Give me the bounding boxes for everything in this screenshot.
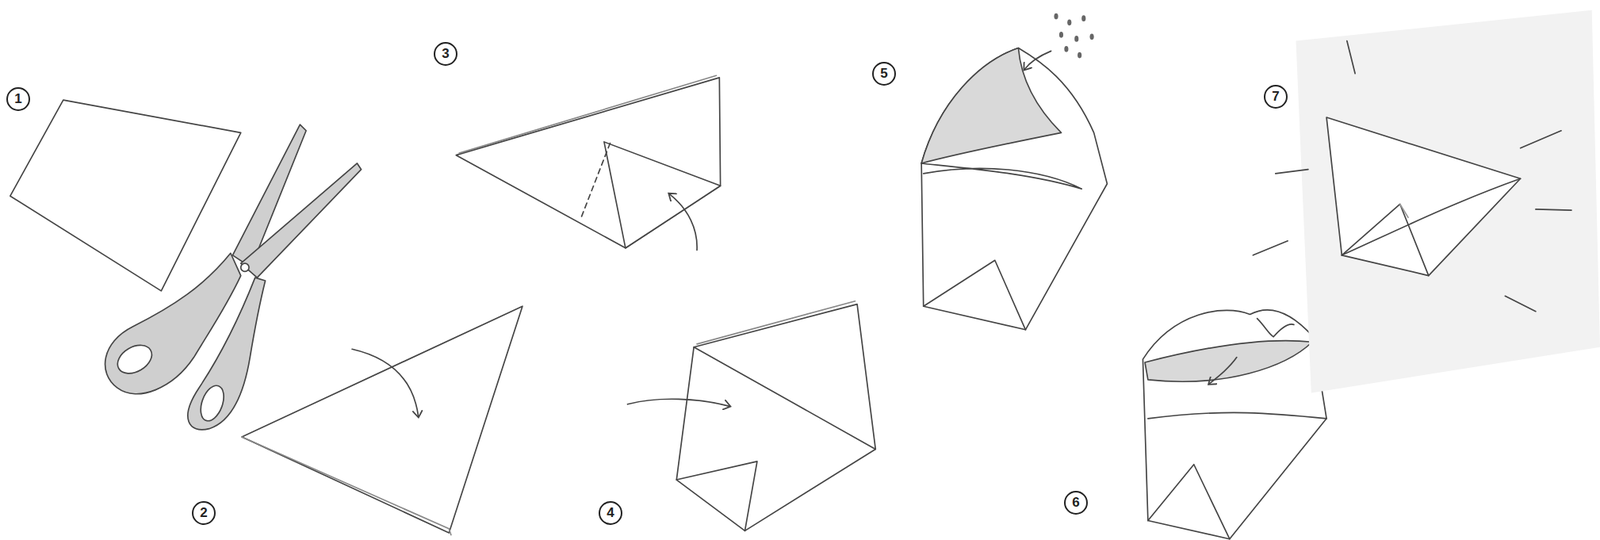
step-number: 3: [433, 42, 458, 66]
folded-triangle: [455, 77, 720, 249]
seeds: [1053, 13, 1094, 59]
flattened-cup: [1326, 117, 1521, 276]
paper-cup: [921, 48, 1107, 330]
step-number: 7: [1263, 84, 1288, 109]
paper-cup: [1142, 310, 1327, 540]
fold-arrow: [352, 348, 419, 417]
folded-shape: [676, 304, 876, 532]
background-patch: [1295, 10, 1600, 394]
paper-sheet: [10, 99, 242, 291]
motion-lines: [1252, 40, 1572, 311]
step-number: 6: [1064, 490, 1088, 515]
step-number: 4: [598, 501, 623, 525]
step-number: 1: [6, 87, 31, 112]
fold-arrow: [1209, 357, 1237, 384]
fill-arrow: [1024, 50, 1051, 69]
fold-arrow: [627, 398, 730, 406]
scissors: [105, 124, 362, 430]
fold-arrow: [669, 194, 697, 251]
step-number: 2: [191, 501, 216, 525]
step-number: 5: [872, 61, 896, 86]
